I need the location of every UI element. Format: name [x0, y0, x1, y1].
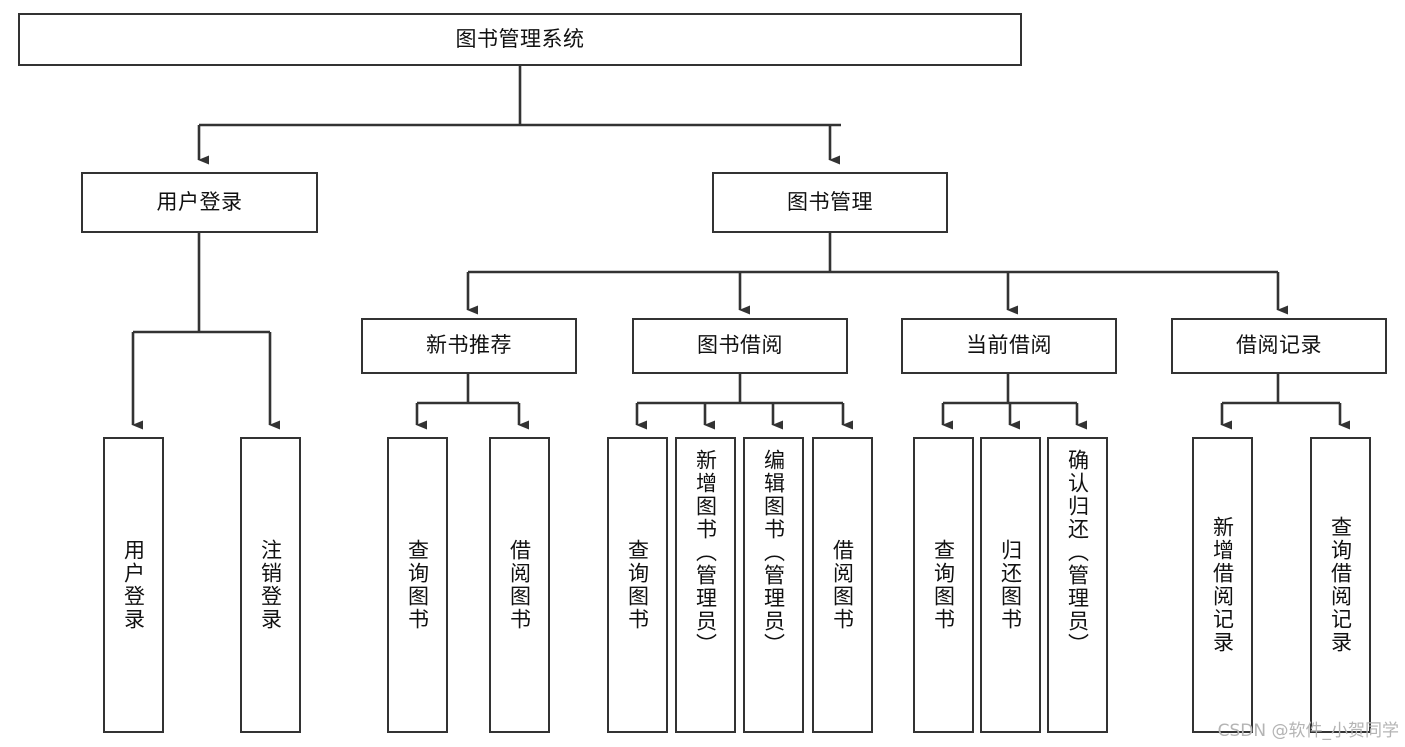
- leaf-user-login-signout[interactable]: 注销登录: [240, 437, 301, 733]
- node-label: 借阅图书: [830, 539, 855, 631]
- node-label: 图书管理系统: [455, 26, 585, 51]
- leaf-book-borrow-add-book-admin[interactable]: 新增图书（管理员）: [675, 437, 736, 733]
- node-label: 借阅记录: [1236, 333, 1322, 358]
- leaf-current-borrow-confirm-return-admin[interactable]: 确认归还（管理员）: [1047, 437, 1108, 733]
- node-label: 新增借阅记录: [1210, 516, 1235, 654]
- leaf-new-book-query-books[interactable]: 查询图书: [387, 437, 448, 733]
- leaf-current-borrow-query-books[interactable]: 查询图书: [913, 437, 974, 733]
- node-current-borrow[interactable]: 当前借阅: [901, 318, 1117, 374]
- node-label: 查询图书: [625, 539, 650, 631]
- node-label: 确认归还（管理员）: [1065, 449, 1090, 656]
- node-label: 查询图书: [405, 539, 430, 631]
- node-label: 新增图书（管理员）: [693, 449, 718, 656]
- leaf-book-borrow-query-books[interactable]: 查询图书: [607, 437, 668, 733]
- node-label: 查询借阅记录: [1328, 516, 1353, 654]
- leaf-current-borrow-return-books[interactable]: 归还图书: [980, 437, 1041, 733]
- node-label: 注销登录: [258, 539, 283, 631]
- node-user-login[interactable]: 用户登录: [81, 172, 318, 233]
- node-label: 用户登录: [121, 539, 146, 631]
- csdn-watermark: CSDN @软件_小贺同学: [1217, 721, 1399, 741]
- node-borrow-record[interactable]: 借阅记录: [1171, 318, 1387, 374]
- node-label: 归还图书: [998, 539, 1023, 631]
- node-new-book-recommend[interactable]: 新书推荐: [361, 318, 577, 374]
- node-label: 查询图书: [931, 539, 956, 631]
- node-root-book-management-system[interactable]: 图书管理系统: [18, 13, 1022, 66]
- node-label: 编辑图书（管理员）: [761, 449, 786, 656]
- node-label: 当前借阅: [966, 333, 1052, 358]
- leaf-borrow-record-add-record[interactable]: 新增借阅记录: [1192, 437, 1253, 733]
- node-label: 图书管理: [787, 189, 873, 214]
- leaf-user-login-signin[interactable]: 用户登录: [103, 437, 164, 733]
- node-book-management[interactable]: 图书管理: [712, 172, 948, 233]
- node-book-borrow[interactable]: 图书借阅: [632, 318, 848, 374]
- leaf-borrow-record-query-record[interactable]: 查询借阅记录: [1310, 437, 1371, 733]
- node-label: 用户登录: [156, 189, 243, 214]
- node-label: 图书借阅: [697, 333, 783, 358]
- leaf-new-book-borrow-books[interactable]: 借阅图书: [489, 437, 550, 733]
- node-label: 新书推荐: [426, 333, 512, 358]
- leaf-book-borrow-edit-book-admin[interactable]: 编辑图书（管理员）: [743, 437, 804, 733]
- leaf-book-borrow-borrow-books[interactable]: 借阅图书: [812, 437, 873, 733]
- node-label: 借阅图书: [507, 539, 532, 631]
